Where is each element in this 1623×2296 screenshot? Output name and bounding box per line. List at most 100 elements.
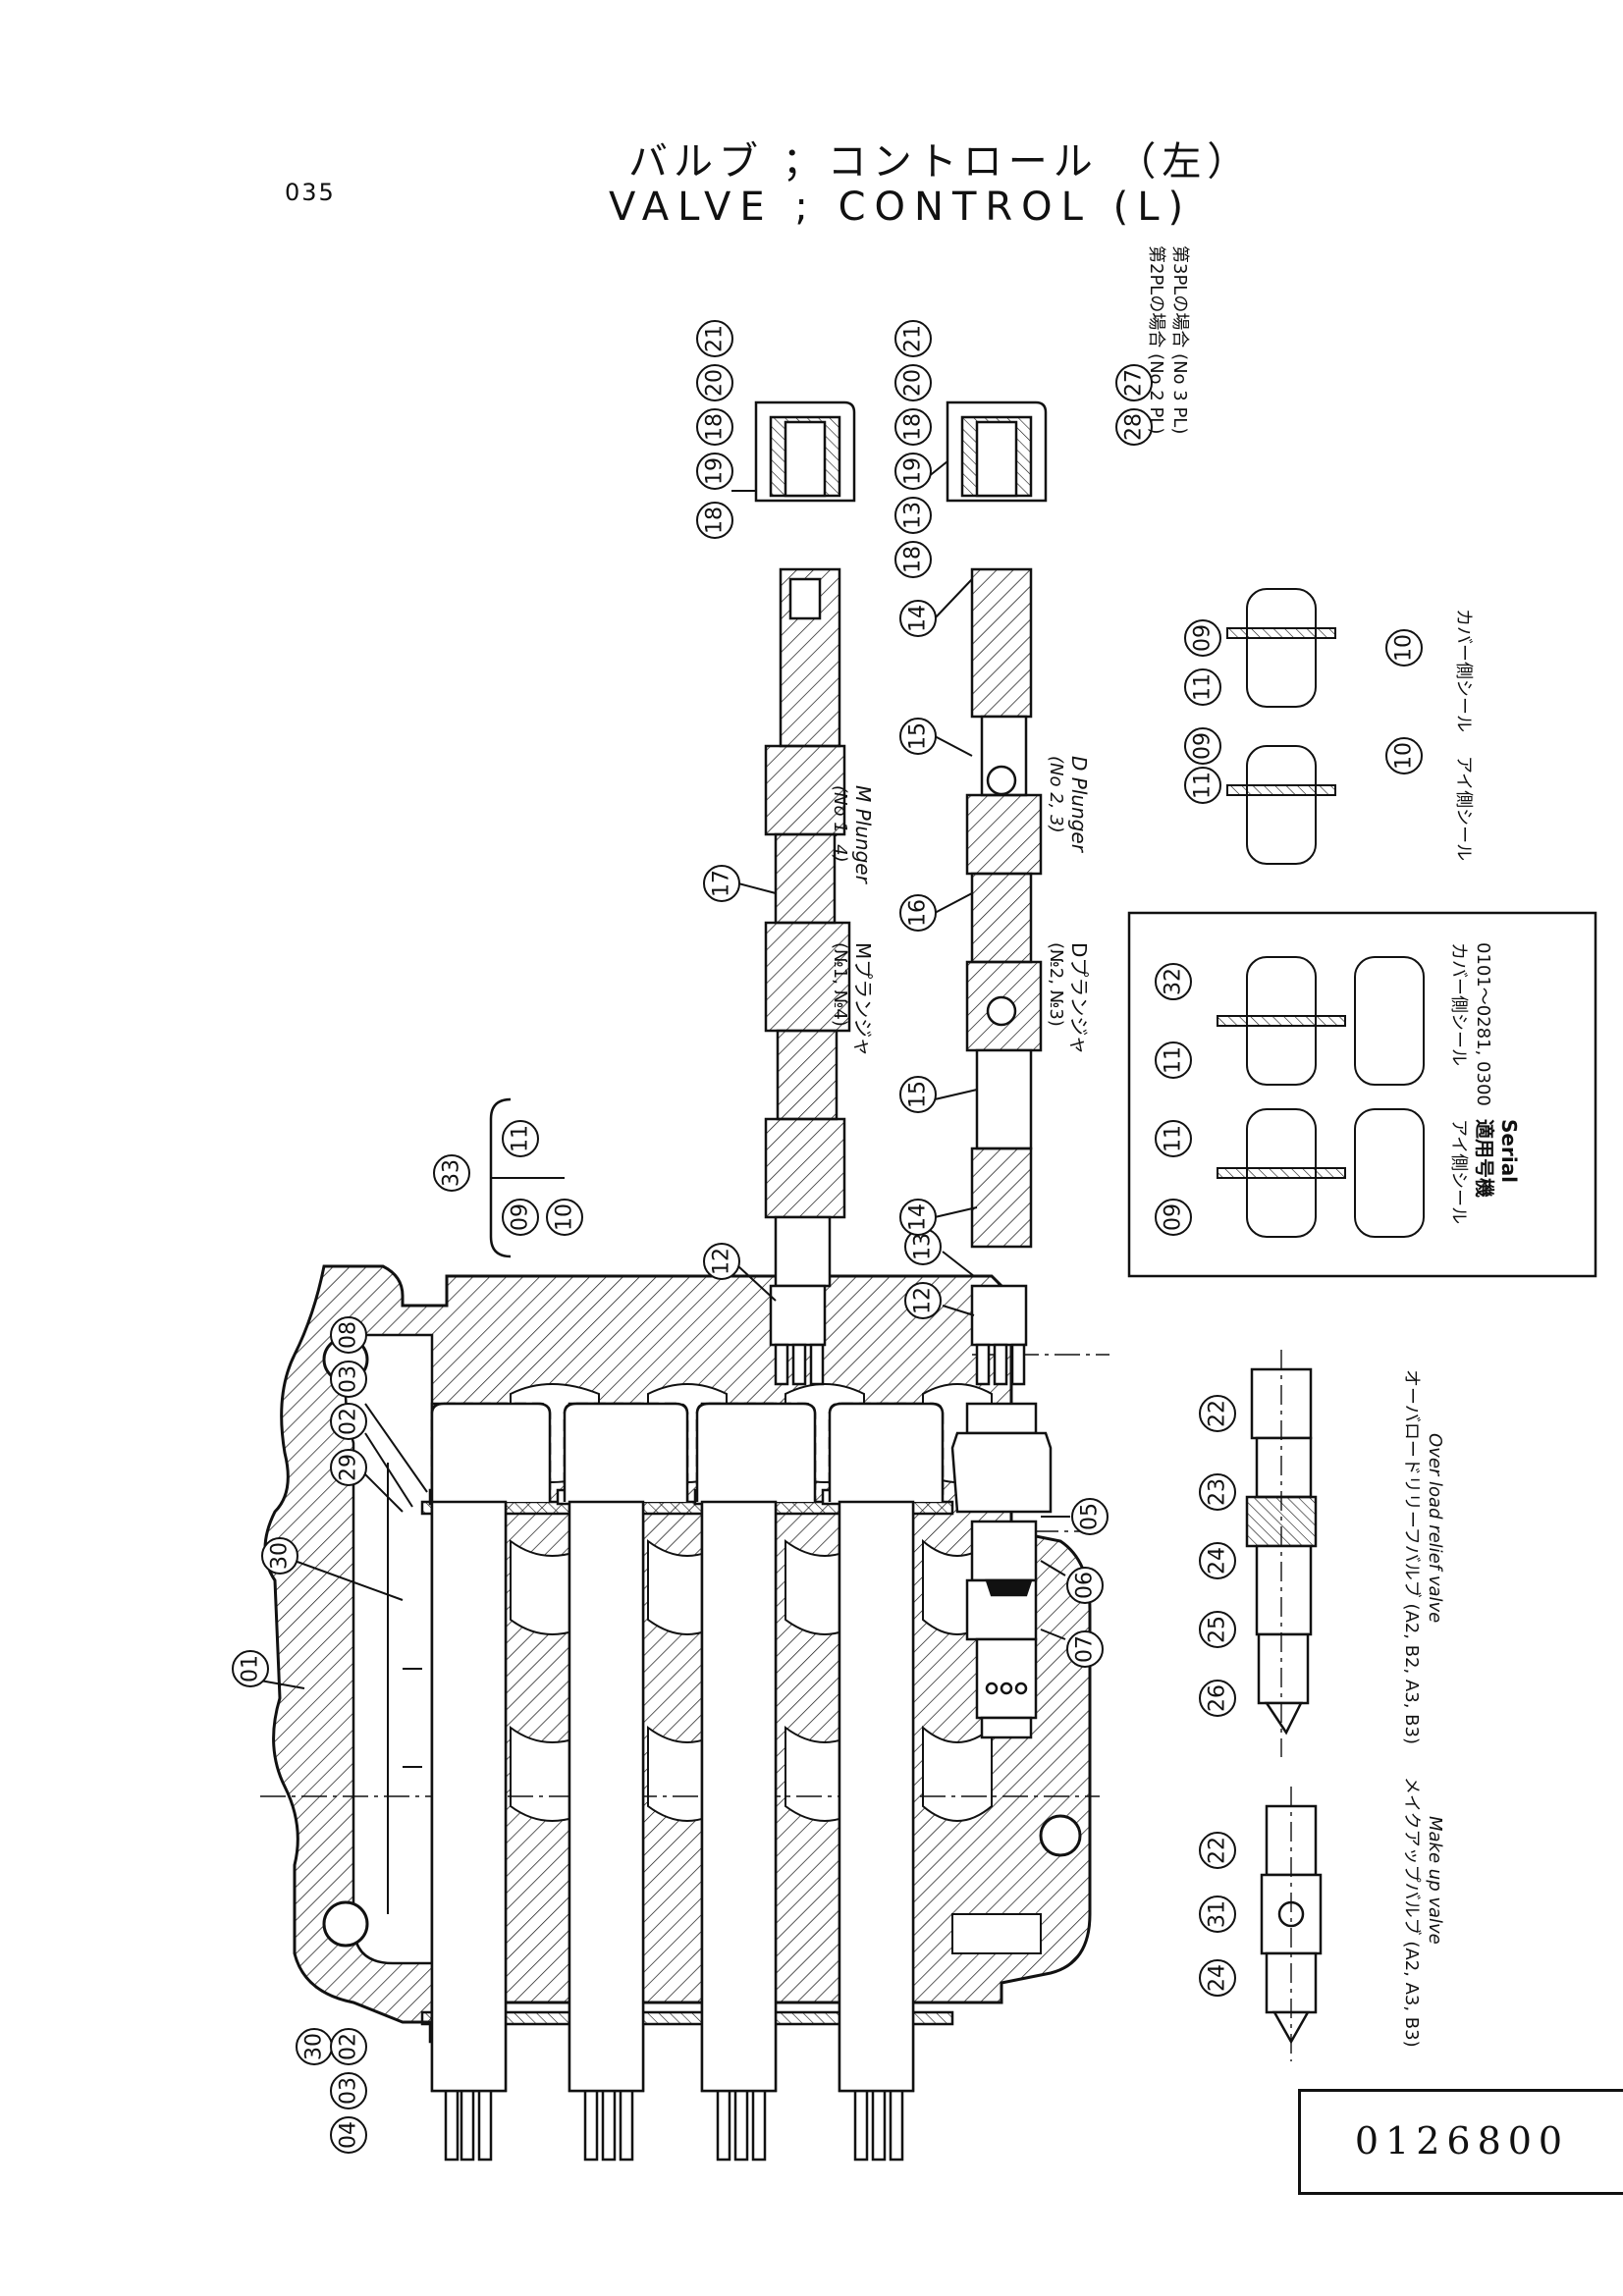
callout-22-a-text: 22 — [1206, 1400, 1230, 1427]
callout-30-upper-text: 30 — [268, 1542, 293, 1570]
callout-09-c-text: 09 — [1162, 1203, 1186, 1231]
note-27-label: 第2PLの場合 (No 2 PL) — [1146, 245, 1166, 434]
callout-03-upper-text: 03 — [337, 1365, 361, 1393]
d-plunger-en-label: D Plunger — [1067, 756, 1091, 854]
callout-12-right — [904, 1282, 942, 1319]
callout-08 — [330, 1316, 367, 1354]
callout-22-b — [1199, 1832, 1236, 1869]
callout-09-c — [1155, 1199, 1192, 1236]
callout-29-text: 29 — [337, 1454, 361, 1481]
m-plunger-jp-number: (№1, №4) — [830, 942, 850, 1027]
callout-21-left-text: 21 — [703, 325, 728, 352]
callout-12-left-text: 12 — [710, 1248, 734, 1275]
callout-29 — [330, 1449, 367, 1486]
callout-11-b-text: 11 — [1191, 772, 1216, 799]
callout-21-right — [894, 320, 932, 357]
callout-11-bracket-text: 11 — [509, 1125, 533, 1152]
callout-17-text: 17 — [710, 870, 734, 897]
callout-09-bracket — [502, 1199, 539, 1236]
callout-18-right-b — [894, 408, 932, 446]
callout-24-b-text: 24 — [1206, 1964, 1230, 1992]
relief-valve-installed — [950, 1402, 1053, 1739]
callout-11-bracket — [502, 1120, 539, 1157]
callout-05-text: 05 — [1078, 1503, 1103, 1530]
callout-18-right — [894, 541, 932, 578]
callout-10-a — [1385, 629, 1423, 667]
seal-cover-side-upper: カバー側シール — [1453, 609, 1474, 732]
seal-cover-side-lower: カバー側シール — [1448, 942, 1469, 1066]
callout-11-c-text: 11 — [1162, 1046, 1186, 1074]
callout-19-left-text: 19 — [703, 457, 728, 485]
callout-11-c — [1155, 1041, 1192, 1079]
m-plunger-en-label: M Plunger — [851, 785, 875, 885]
callout-numbers: 01 30 29 02 03 08 30 02 03 04 05 06 07 3… — [239, 325, 1417, 2149]
callout-27-text: 27 — [1122, 369, 1147, 397]
callout-23-text: 23 — [1206, 1478, 1230, 1506]
callout-18-left-b — [696, 408, 733, 446]
callout-10-bracket-text: 10 — [553, 1203, 577, 1231]
title-english: VALVE ; CONTROL (L) — [609, 185, 1193, 230]
callout-15-lower-text: 15 — [906, 1081, 931, 1108]
callout-20-right — [894, 364, 932, 401]
callout-11-a — [1184, 668, 1221, 706]
callout-15-upper — [899, 718, 937, 755]
callout-31-text: 31 — [1206, 1900, 1230, 1928]
callout-02-lower-text: 02 — [337, 2033, 361, 2060]
make-up-valve — [1260, 1787, 1323, 2061]
seal-detail-shafts — [1217, 588, 1425, 1238]
callout-32-text: 32 — [1162, 968, 1186, 995]
callout-04 — [330, 2116, 367, 2154]
callout-21-left — [696, 320, 733, 357]
callout-15-upper-text: 15 — [906, 722, 931, 750]
callout-11-d-text: 11 — [1162, 1125, 1186, 1152]
callout-27 — [1115, 364, 1153, 401]
callout-23 — [1199, 1473, 1236, 1511]
serial-range: 0101～0281, 0300 — [1473, 942, 1493, 1106]
callout-16-text: 16 — [906, 899, 931, 927]
valve-body — [263, 1264, 1092, 2024]
callout-01 — [232, 1650, 269, 1687]
d-plunger-jp-label: Dプランジャ — [1067, 942, 1091, 1054]
callout-13-text: 13 — [911, 1233, 936, 1260]
seal-eye-side-upper: アイ側シール — [1453, 756, 1474, 861]
callout-09-a-text: 09 — [1191, 624, 1216, 652]
callout-02-lower — [330, 2028, 367, 2065]
callout-18-left-b-text: 18 — [703, 413, 728, 441]
callout-13-right — [894, 497, 932, 534]
callout-02-upper-text: 02 — [337, 1408, 361, 1435]
callout-12-right-text: 12 — [911, 1287, 936, 1314]
callout-14-upper-text: 14 — [906, 605, 931, 632]
callout-11-a-text: 11 — [1191, 673, 1216, 701]
callout-09-b — [1184, 727, 1221, 765]
callout-10-a-text: 10 — [1392, 634, 1417, 662]
callout-07 — [1066, 1630, 1104, 1668]
callout-06-text: 06 — [1073, 1572, 1098, 1599]
relief-valve-jp-label: オーバロードリリーフバルブ (A2, B2, A3, B3) — [1401, 1369, 1423, 1744]
spool-covers — [430, 1402, 945, 2093]
seal-detail-frame — [1127, 911, 1597, 1278]
callout-20-left — [696, 364, 733, 401]
callout-20-right-text: 20 — [901, 369, 926, 397]
callout-09-bracket-text: 09 — [509, 1203, 533, 1231]
callout-13-right-text: 13 — [901, 502, 926, 529]
callout-09-a — [1184, 619, 1221, 657]
callout-14-lower-text: 14 — [906, 1203, 931, 1231]
m-plunger-en-number: (No 1, 4) — [830, 785, 850, 863]
callout-03-upper — [330, 1361, 367, 1398]
callout-22-b-text: 22 — [1206, 1837, 1230, 1864]
page-number: 035 — [285, 179, 336, 206]
callout-19-left — [696, 453, 733, 490]
callout-14-upper — [899, 600, 937, 637]
plunger-caps — [754, 400, 1048, 503]
callout-leaders — [259, 460, 1070, 1689]
callout-24-b — [1199, 1959, 1236, 1997]
callout-03-lower — [330, 2072, 367, 2109]
callout-25-text: 25 — [1206, 1616, 1230, 1643]
callout-02-upper — [330, 1403, 367, 1440]
callout-12-left — [703, 1243, 740, 1280]
make-up-valve-jp-label: メイクアップバルブ (A2, A3, B3) — [1401, 1777, 1423, 2048]
callout-33 — [433, 1154, 470, 1192]
callout-15-lower — [899, 1076, 937, 1113]
make-up-valve-en-label: Make up valve — [1425, 1816, 1445, 1945]
drawing-number: 0126800 — [1354, 2119, 1570, 2163]
